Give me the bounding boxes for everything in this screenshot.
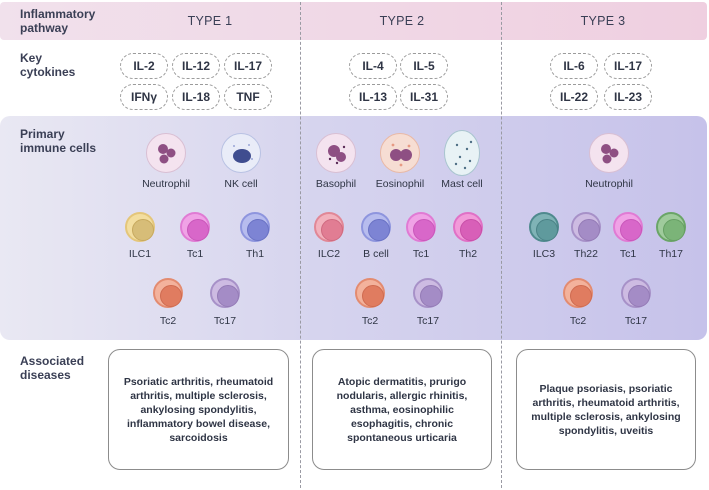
cell-label: B cell: [363, 248, 389, 260]
th22-cell-icon: [571, 212, 601, 242]
tc1-cell-icon: [180, 212, 210, 242]
cell-label: Th1: [245, 248, 265, 260]
cell-label: Tc2: [569, 315, 587, 327]
cell-label: Mast cell: [441, 178, 483, 190]
cell-label: ILC3: [532, 248, 556, 260]
cytokine-pill: IL-5: [400, 53, 448, 79]
cytokine-pill: IL-23: [604, 84, 652, 110]
column-divider-2: [501, 2, 502, 488]
row-label-primary-immune-cells: Primary immune cells: [20, 127, 97, 155]
ilc2-cell-icon: [314, 212, 344, 242]
column-divider-1: [300, 2, 301, 488]
cytokine-pill: IL-2: [120, 53, 168, 79]
cytokine-pill: IL-31: [400, 84, 448, 110]
cytokine-pill: IL-12: [172, 53, 220, 79]
row-label-associated-diseases: Associated diseases: [20, 354, 85, 382]
cell-label: Neutrophil: [585, 178, 633, 190]
cytokine-pill: IL-13: [349, 84, 397, 110]
neutrophil-cell-icon: [146, 133, 186, 173]
cell-label: Tc1: [412, 248, 430, 260]
basophil-cell-icon: [316, 133, 356, 173]
tc17-cell-icon: [210, 278, 240, 308]
cytokine-pill: IL-22: [550, 84, 598, 110]
cell-label: Eosinophil: [375, 178, 425, 190]
tc1-cell-icon: [406, 212, 436, 242]
column-title-type1: TYPE 1: [187, 14, 233, 28]
disease-box-type2: Atopic dermatitis, prurigo nodularis, al…: [312, 349, 492, 470]
cytokine-pill: IL-4: [349, 53, 397, 79]
cytokine-pill: IL-17: [224, 53, 272, 79]
nk-cell-icon: [221, 133, 261, 173]
cell-label: NK cell: [224, 178, 258, 190]
cell-label: ILC1: [128, 248, 152, 260]
cell-label: Tc2: [159, 315, 177, 327]
b-cell-icon: [361, 212, 391, 242]
cell-label: Neutrophil: [142, 178, 190, 190]
tc1-cell-icon: [613, 212, 643, 242]
cell-label: Tc17: [624, 315, 648, 327]
header-band: [0, 2, 707, 40]
cell-label: Tc17: [416, 315, 440, 327]
tc2-cell-icon: [563, 278, 593, 308]
th17-cell-icon: [656, 212, 686, 242]
cell-label: Tc2: [361, 315, 379, 327]
cytokine-pill: IL-6: [550, 53, 598, 79]
cell-label: Th17: [659, 248, 683, 260]
row-label-key-cytokines: Key cytokines: [20, 51, 76, 79]
column-title-type2: TYPE 2: [379, 14, 425, 28]
cytokine-pill: IL-18: [172, 84, 220, 110]
neutrophil-cell-icon: [589, 133, 629, 173]
cell-label: Basophil: [315, 178, 357, 190]
eosinophil-cell-icon: [380, 133, 420, 173]
ilc3-cell-icon: [529, 212, 559, 242]
cell-label: ILC2: [317, 248, 341, 260]
tc2-cell-icon: [153, 278, 183, 308]
cell-label: Tc17: [213, 315, 237, 327]
cell-label: Tc1: [186, 248, 204, 260]
tc2-cell-icon: [355, 278, 385, 308]
cell-label: Tc1: [619, 248, 637, 260]
cytokine-pill: IL-17: [604, 53, 652, 79]
th1-cell-icon: [240, 212, 270, 242]
column-title-type3: TYPE 3: [580, 14, 626, 28]
cell-label: Th22: [574, 248, 598, 260]
th2-cell-icon: [453, 212, 483, 242]
cytokine-pill: TNF: [224, 84, 272, 110]
mast-cell-icon: [444, 130, 480, 176]
tc17-cell-icon: [621, 278, 651, 308]
row-label-inflammatory-pathway: Inflammatory pathway: [20, 7, 96, 35]
ilc1-cell-icon: [125, 212, 155, 242]
tc17-cell-icon: [413, 278, 443, 308]
disease-box-type1: Psoriatic arthritis, rheumatoid arthriti…: [108, 349, 289, 470]
cell-label: Th2: [458, 248, 478, 260]
cytokine-pill: IFNγ: [120, 84, 168, 110]
disease-box-type3: Plaque psoriasis, psoriatic arthritis, r…: [516, 349, 696, 470]
